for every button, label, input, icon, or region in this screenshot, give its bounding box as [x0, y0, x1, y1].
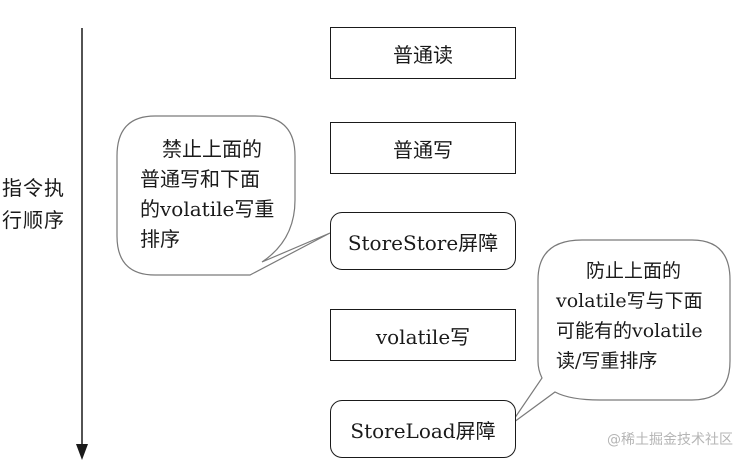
callout-1-line-4: 排序 — [140, 227, 180, 251]
execution-order-label-line-1: 指令执 — [2, 176, 65, 200]
callout-2-line-2: volatile写与下面 — [556, 290, 703, 312]
box-volatile-write: volatile写 — [330, 309, 516, 361]
callout-2-line-4: 读/写重排序 — [556, 350, 658, 372]
watermark: @稀土掘金技术社区 — [607, 432, 733, 448]
callout-1-line-1: 禁止上面的 — [162, 137, 262, 161]
callout-2-line-3: 可能有的volatile — [556, 320, 703, 342]
callout-1-text: 禁止上面的 普通写和下面 的volatile写重 排序 — [140, 134, 274, 254]
callout-2-text: 防止上面的 volatile写与下面 可能有的volatile 读/写重排序 — [556, 256, 703, 376]
box-storeload-barrier: StoreLoad屏障 — [330, 400, 516, 458]
callout-1-line-2: 普通写和下面 — [140, 167, 260, 191]
box-normal-read: 普通读 — [330, 27, 516, 79]
box-normal-write: 普通写 — [330, 122, 516, 174]
execution-order-arrow-head — [76, 444, 88, 460]
callout-2-line-1: 防止上面的 — [586, 260, 682, 282]
callout-2-bubble — [509, 239, 731, 426]
box-storestore-barrier: StoreStore屏障 — [330, 212, 516, 270]
callout-1-line-3: 的volatile写重 — [140, 197, 275, 221]
execution-order-label: 指令执 行顺序 — [2, 172, 65, 236]
execution-order-label-line-2: 行顺序 — [2, 208, 65, 232]
